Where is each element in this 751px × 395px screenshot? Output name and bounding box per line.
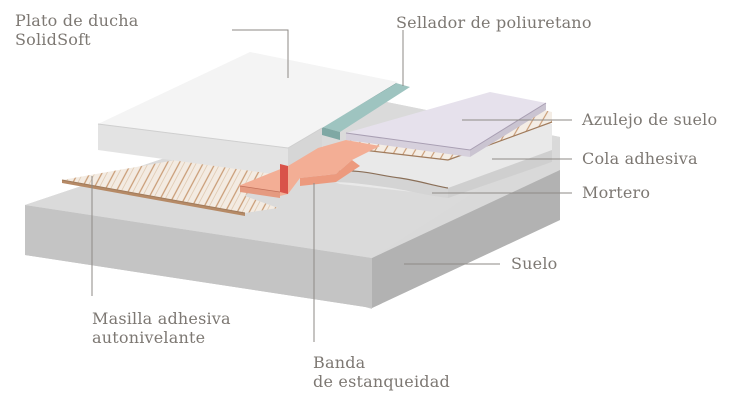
- waterproof-band: [238, 140, 380, 198]
- label-shower-tray: Plato de ducha SolidSoft: [15, 11, 139, 49]
- label-self-leveling-line1: Masilla adhesiva: [92, 309, 231, 328]
- label-waterproof-band-line1: Banda: [313, 353, 366, 372]
- label-shower-tray-line2: SolidSoft: [15, 30, 91, 49]
- label-floor: Suelo: [511, 254, 558, 273]
- shower-tray: [97, 52, 398, 176]
- label-floor-tile: Azulejo de suelo: [582, 110, 718, 129]
- label-self-leveling-line2: autonivelante: [92, 328, 206, 347]
- leader-shower-tray: [232, 29, 289, 78]
- label-mortar: Mortero: [582, 183, 651, 202]
- label-waterproof-band-line2: de estanqueidad: [313, 372, 450, 391]
- floor-tile: [345, 92, 547, 157]
- label-shower-tray-line1: Plato de ducha: [15, 11, 139, 30]
- label-sealant: Sellador de poliuretano: [396, 13, 592, 32]
- label-self-leveling: Masilla adhesiva autonivelante: [92, 309, 231, 347]
- label-adhesive: Cola adhesiva: [582, 149, 698, 168]
- label-waterproof-band: Banda de estanqueidad: [313, 353, 450, 391]
- leader-lines: [91, 29, 572, 342]
